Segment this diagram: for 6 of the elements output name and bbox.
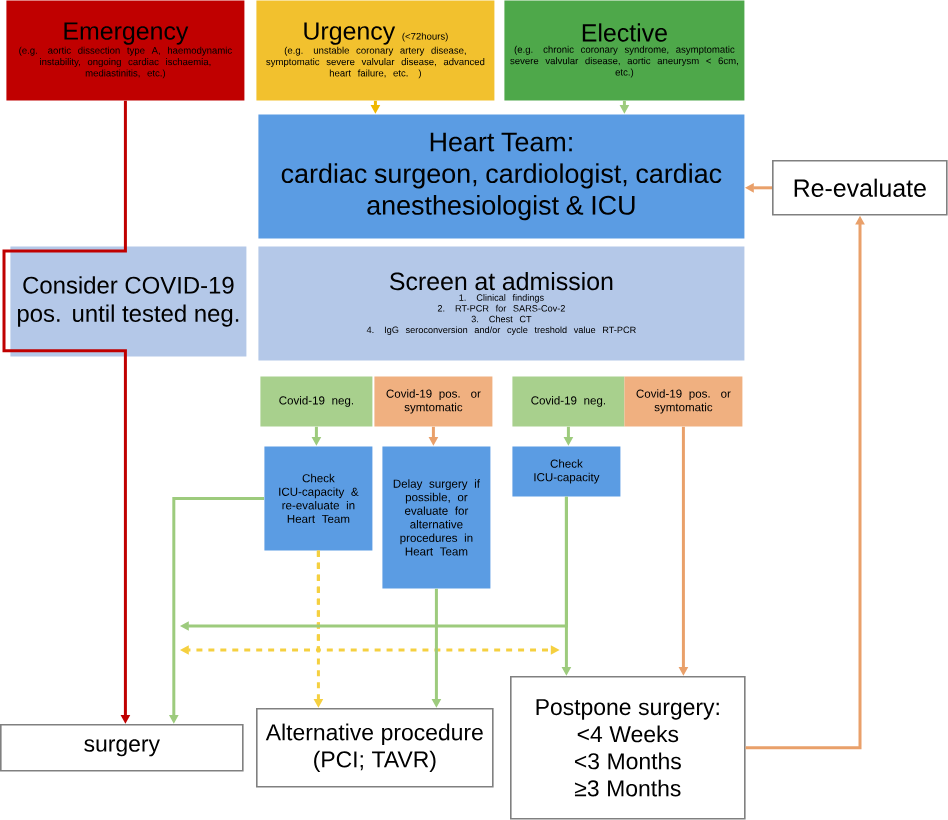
outcome-box: Alternative procedure (PCI; TAVR)	[256, 708, 494, 788]
team-box: Heart Team: cardiac surgeon, cardiologist, cardiac anesthesiologist & ICU	[258, 114, 745, 239]
note-box: Consider COVID-19 pos. until tested neg.	[10, 246, 247, 357]
process-box: Re-evaluate	[772, 160, 948, 216]
outcome-box: surgery	[0, 724, 244, 772]
outcome-box: Postpone surgery: <4 Weeks <3 Months ≥3 Months	[510, 676, 746, 820]
